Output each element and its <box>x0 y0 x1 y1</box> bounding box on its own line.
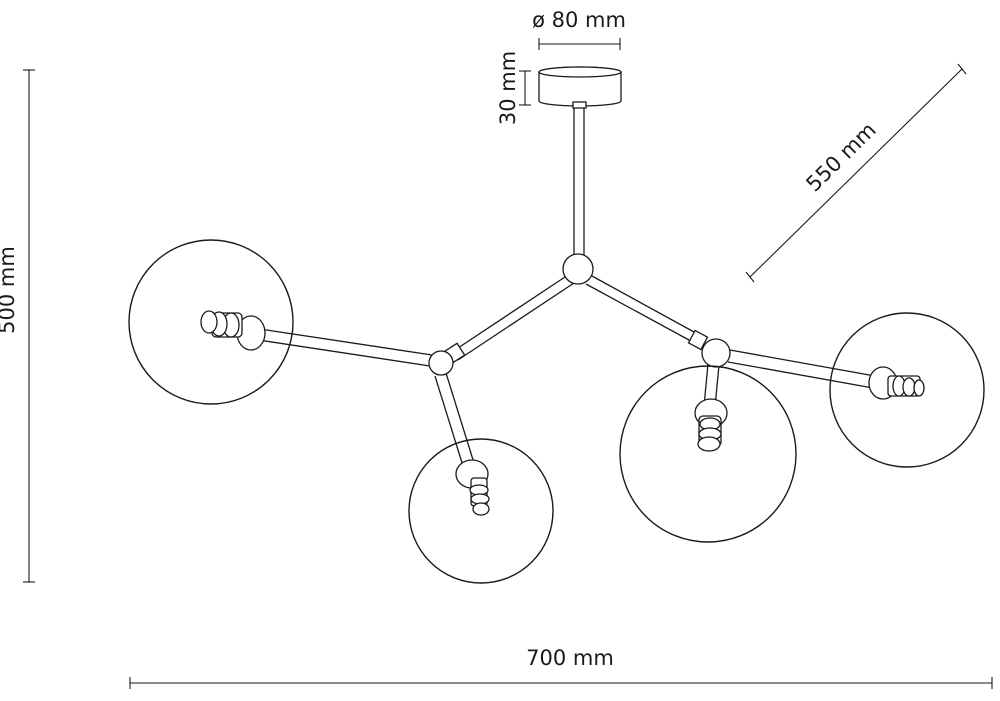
right-joint <box>687 329 731 368</box>
globe-4 <box>829 312 985 468</box>
overall-width-label: 700 mm <box>526 646 614 670</box>
canopy-diameter-label: ø 80 mm <box>532 8 626 32</box>
left-outer-arm <box>251 327 433 367</box>
canopy-diameter-dimension: ø 80 mm <box>532 8 626 50</box>
left-upper-arm <box>451 274 575 361</box>
right-outer-arm <box>727 349 876 389</box>
globe-1-socket <box>200 310 266 351</box>
overall-width-dimension: 700 mm <box>129 646 993 689</box>
globe-span-dimension: 550 mm <box>745 63 967 283</box>
left-lower-arm <box>434 372 475 467</box>
lamp-illustration <box>128 66 985 584</box>
globe-3 <box>619 365 797 543</box>
globe-2-socket <box>455 459 490 516</box>
overall-height-dimension: 500 mm <box>0 69 35 583</box>
center-stem <box>573 108 585 256</box>
globe-3-socket <box>694 398 728 452</box>
globe-2 <box>408 438 554 584</box>
canopy-height-dimension: 30 mm <box>496 51 531 125</box>
center-hub <box>562 253 594 285</box>
canopy-height-label: 30 mm <box>496 51 520 125</box>
right-upper-arm <box>585 275 706 347</box>
globe-4-socket <box>868 366 925 400</box>
left-joint <box>428 342 466 376</box>
globe-span-label: 550 mm <box>801 118 880 197</box>
overall-height-label: 500 mm <box>0 246 19 334</box>
globe-1 <box>128 239 294 405</box>
canopy <box>538 66 622 109</box>
